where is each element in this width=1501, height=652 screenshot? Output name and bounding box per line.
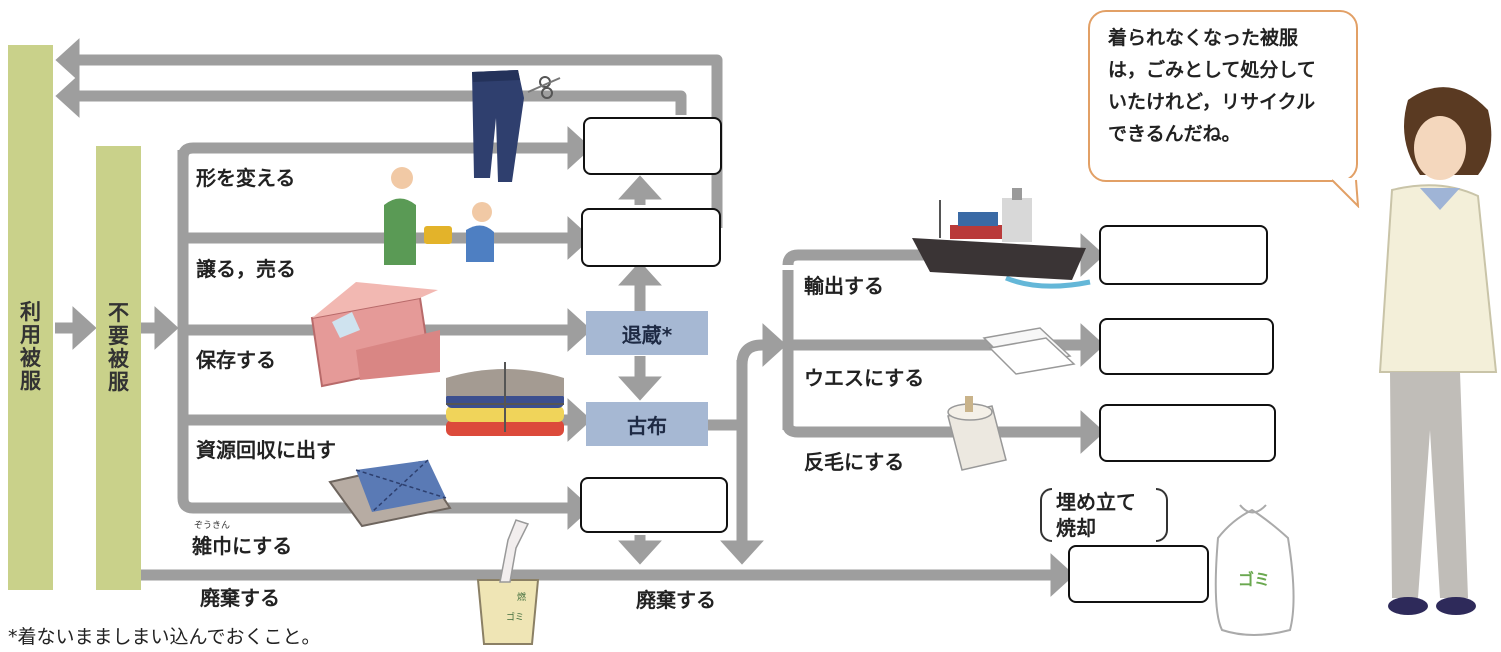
blank-box-recycled-wool[interactable] [1099,404,1276,462]
branch-trunk [177,126,592,170]
blank-box-export[interactable] [1099,225,1268,285]
label-export: 輸出する [804,274,884,298]
label-rag: 雑巾にする [192,534,293,558]
rag-cloth-illustration [328,459,452,528]
svg-text:ゴミ: ゴミ [506,611,524,623]
rag-furigana: ぞうきん [194,521,231,531]
waste-cloth-illustration [982,327,1076,375]
label-recycle-collect: 資源回収に出す [196,438,336,462]
label-waste-cloth: ウエスにする [804,366,925,390]
blank-box-reshape[interactable] [583,117,722,175]
bubble-line: は，ごみとして処分して [1108,59,1316,81]
blank-box-rag[interactable] [580,477,728,533]
storage-box: 退蔵* [586,311,708,355]
arrow-export [782,233,1105,277]
speech-bubble: 着られなくなった被服 は，ごみとして処分して いたけれど，リサイクル できるんだ… [1088,10,1358,182]
label-reshape: 形を変える [196,166,296,190]
arrow-recycled-wool [782,410,1105,454]
blank-box-landfill[interactable] [1068,545,1209,603]
wool-roll-illustration [947,396,1007,471]
bubble-line: 着られなくなった被服 [1108,27,1299,49]
clothes-bundle-illustration [446,362,564,436]
blank-box-waste-cloth[interactable] [1099,318,1274,375]
speech-bubble-tail [1331,178,1360,208]
unneeded-char: 被 [108,347,129,371]
garbage-bag-illustration [1214,504,1295,636]
bracket-left [1040,488,1052,542]
unneeded-clothing-bar: 不 要 被 服 [96,146,141,590]
label-incinerate: 焼却 [1056,516,1096,540]
svg-text:燃: 燃 [517,591,526,603]
landfill-bracket-group: 埋め立て 焼却 [1040,486,1172,542]
storage-box-illustration [310,282,440,388]
footnote: *着ないまましまい込んでおくこと。 [8,626,321,648]
unneeded-char: 服 [108,370,129,394]
arrow-to-split [736,323,787,367]
label-store: 保存する [196,348,276,372]
in-use-char: 被 [20,346,41,370]
label-discard-left: 廃棄する [200,586,280,610]
unneeded-char: 要 [108,324,129,348]
in-use-clothing-bar: 利 用 被 服 [8,45,53,590]
in-use-char: 服 [20,369,41,393]
garbage-bag-label: ゴミ [1238,570,1271,589]
label-discard-middle: 廃棄する [636,588,716,612]
blank-box-give-sell[interactable] [581,208,721,267]
handing-clothes-illustration [384,167,494,265]
old-cloth-box: 古布 [586,402,708,446]
bracket-right [1156,488,1168,542]
cargo-ship-illustration [912,188,1091,289]
bubble-line: いたけれど，リサイクル [1108,91,1316,113]
jeans-illustration [472,70,561,182]
label-landfill: 埋め立て [1056,490,1136,514]
label-recycled-wool: 反毛にする [804,450,905,474]
bubble-line: できるんだね。 [1108,123,1241,145]
unneeded-char: 不 [108,301,129,325]
label-give-sell: 譲る，売る [196,257,296,281]
girl-illustration [1378,87,1498,615]
return-arrow-inner [55,74,687,118]
in-use-char: 用 [20,323,41,347]
trash-bin-illustration: 燃 ゴミ [476,519,540,645]
in-use-char: 利 [20,300,41,324]
